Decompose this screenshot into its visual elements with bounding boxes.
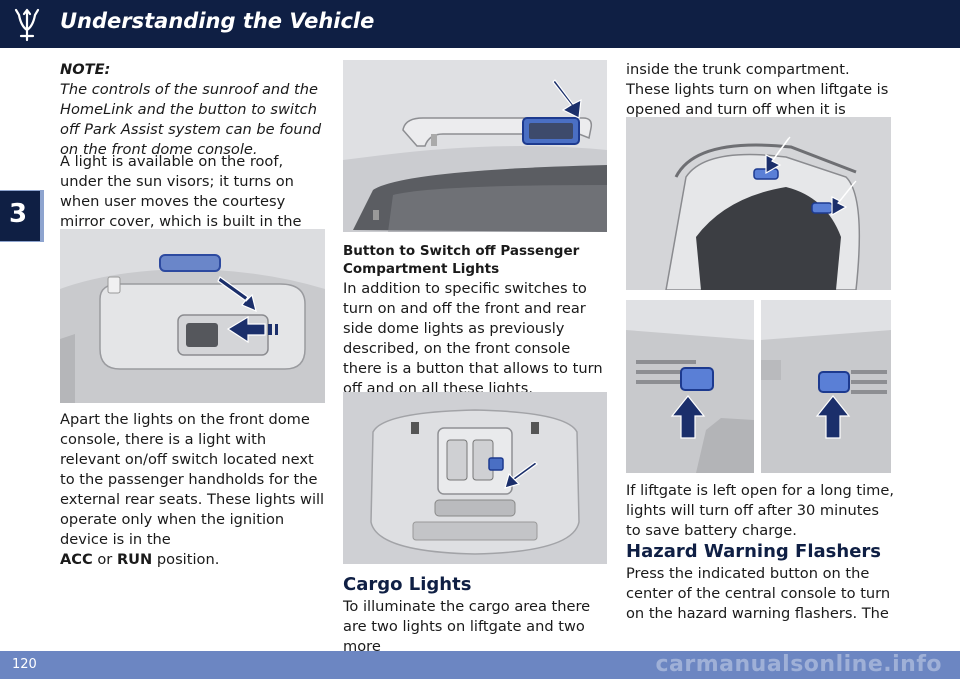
handhold-light-image [343,60,607,232]
note-label: NOTE: [60,61,111,78]
cargo-lights-paragraph: To illuminate the cargo area there are t… [343,598,591,655]
liftgate-lights-image [626,117,891,290]
note-text: The controls of the sunroof and the Home… [60,81,322,158]
front-dome-console-image [343,392,607,564]
page-footer: 120 carmanualsonline.info [0,651,960,679]
page-header-title: Understanding the Vehicle [60,9,375,33]
liftgate-timeout-paragraph: If liftgate is left open for a long time… [626,482,895,539]
trunk-lights-paragraph: inside the trunk compartment. These ligh… [626,61,889,138]
page-number: 120 [12,657,37,672]
trunk-left-light-image [626,300,754,473]
page-header: Understanding the Vehicle [0,0,960,48]
chapter-tab[interactable]: 3 [0,190,44,242]
or-word: or [97,551,113,568]
rear-handhold-light-paragraph: Apart the lights on the front dome conso… [60,410,330,570]
sun-visor-light-image [60,229,325,403]
acc-position-label: ACC [60,551,93,568]
trident-logo-icon [14,8,40,42]
hazard-warning-heading: Hazard Warning Flashers [626,541,881,562]
position-word: position. [156,551,220,568]
run-position-label: RUN [116,551,153,568]
watermark: carmanualsonline.info [655,652,942,677]
trunk-right-light-image [761,300,891,473]
hazard-warning-paragraph: Press the indicated button on the center… [626,565,891,622]
rear-handhold-light-text: Apart the lights on the front dome conso… [60,411,325,548]
cargo-lights-heading: Cargo Lights [343,574,472,595]
switch-off-button-paragraph: In addition to specific switches to turn… [343,280,603,397]
sun-visor-light-paragraph: A light is available on the roof, under … [60,153,302,250]
switch-off-button-caption: Button to Switch off Passenger Compartme… [343,243,580,277]
chapter-number: 3 [8,199,28,229]
note-block: NOTE: The controls of the sunroof and th… [60,60,328,160]
